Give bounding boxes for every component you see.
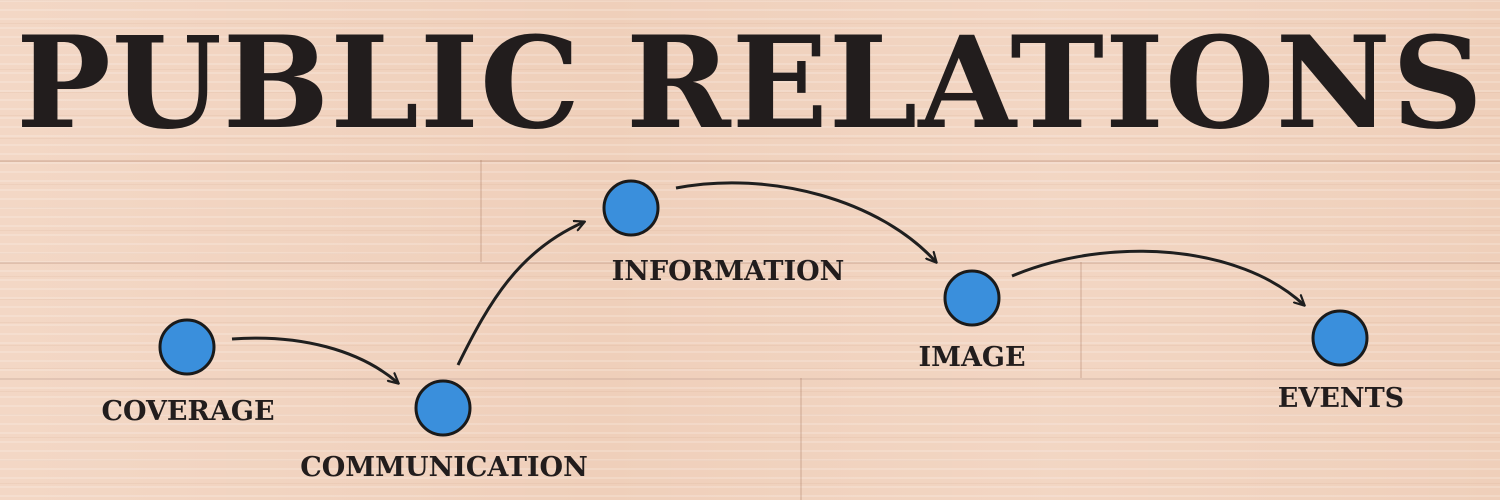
label-communication: COMMUNICATION [300,452,588,483]
node-events [1311,309,1369,367]
node-coverage [158,318,216,376]
node-information [602,179,660,237]
plank-seam [800,378,802,500]
arrow-information-to-image [675,181,936,262]
node-communication [414,379,472,437]
label-information: INFORMATION [611,256,845,287]
label-image: IMAGE [918,342,1026,373]
plank-seam [480,160,482,262]
page-title: PUBLIC RELATIONS [16,9,1484,157]
arrow-image-to-events [1011,249,1304,305]
node-image [943,269,1001,327]
label-coverage: COVERAGE [101,396,275,427]
plank-seam [0,262,1500,264]
plank-seam [1080,262,1082,378]
label-events: EVENTS [1277,383,1405,414]
arrow-coverage-to-communication [231,336,398,383]
plank-seam [0,160,1500,162]
arrow-communication-to-information [456,222,584,366]
plank-seam [0,378,1500,380]
